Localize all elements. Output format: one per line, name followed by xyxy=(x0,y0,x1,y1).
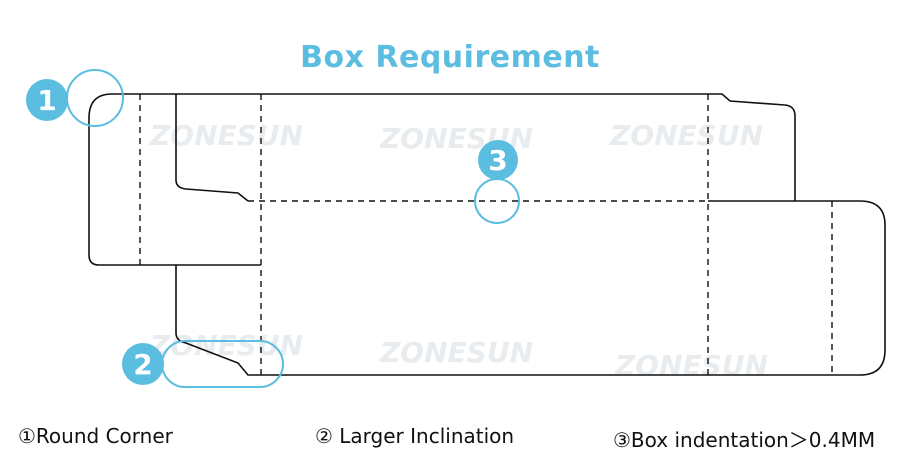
page-title: Box Requirement xyxy=(300,40,600,75)
fold-lines xyxy=(139,94,833,375)
marker-2: 2 xyxy=(122,343,164,385)
marker-badge xyxy=(122,343,164,385)
watermark-text: ZONESUN xyxy=(609,119,763,152)
watermark-text: ZONESUN xyxy=(379,336,533,369)
lower-flap-outline xyxy=(175,200,886,376)
upper-inclination-outline xyxy=(175,94,249,202)
marker-number: 2 xyxy=(133,348,152,381)
marker-number: 1 xyxy=(37,84,56,117)
round-corner-highlight xyxy=(66,69,124,127)
caption-larger-inclination: ② Larger Inclination xyxy=(315,424,515,448)
marker-3: 3 xyxy=(478,140,518,180)
watermark-text: ZONESUN xyxy=(149,119,303,152)
caption-round-corner: ①Round Corner xyxy=(18,424,173,448)
glue-flap-outline xyxy=(88,93,261,266)
watermark-text: ZONESUN xyxy=(614,349,768,382)
marker-1: 1 xyxy=(26,79,68,121)
watermark-text: ZONESUN xyxy=(149,329,303,362)
caption-box-indentation: ③Box indentation＞0.4MM xyxy=(613,428,876,452)
marker-number: 3 xyxy=(488,144,507,177)
top-panel-outline xyxy=(176,93,796,201)
marker-badge xyxy=(26,79,68,121)
dieline-outline xyxy=(88,93,886,376)
watermarks: ZONESUN ZONESUN ZONESUN ZONESUN ZONESUN … xyxy=(149,119,768,382)
marker-badge xyxy=(478,140,518,180)
